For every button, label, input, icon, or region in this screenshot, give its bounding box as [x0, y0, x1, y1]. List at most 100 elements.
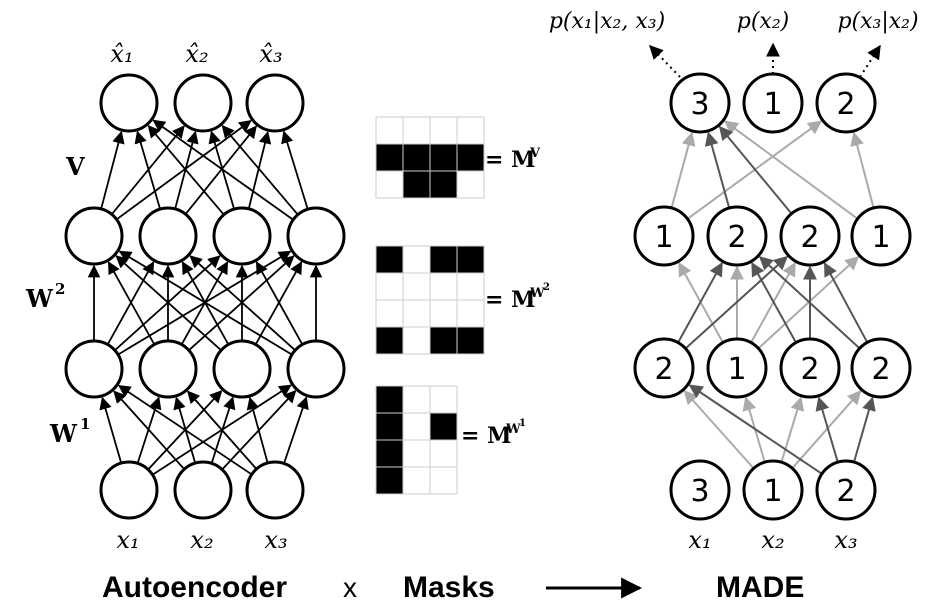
- made-node-number: 1: [763, 474, 782, 509]
- mask-cell: [375, 466, 404, 495]
- ae-edge-w1: [283, 396, 309, 464]
- mask-cell: [375, 385, 404, 414]
- made-node-number: 2: [871, 352, 890, 387]
- mask-w2-sup2: 2: [543, 282, 550, 293]
- mask-grid-w1: [375, 385, 458, 495]
- made-node-number: 1: [654, 220, 673, 255]
- mask-label-w2: = M W 2: [485, 282, 550, 313]
- ae-hidden2-node: [212, 206, 272, 266]
- ae-hidden1-node: [286, 339, 346, 399]
- made-input-node: 3: [669, 459, 731, 521]
- ae-edge-v: [147, 124, 225, 216]
- ae-edge-v: [184, 125, 257, 215]
- made-output-node: 3: [669, 72, 731, 134]
- mask-cell: [375, 299, 404, 328]
- ae-hidden1-node: [212, 339, 272, 399]
- made-node-number: 2: [836, 87, 855, 122]
- autoencoder-edges: [87, 119, 323, 476]
- ae-edge-w1: [187, 390, 258, 470]
- mask-cell: [375, 272, 404, 301]
- made-edges: [649, 42, 881, 475]
- mask-cell: [375, 412, 404, 441]
- mask-cell: [375, 326, 404, 355]
- made-output-node: 2: [815, 72, 877, 134]
- made-hidden2-node: 1: [633, 205, 695, 267]
- made-node-circle: [633, 205, 695, 267]
- mask-cell: [429, 299, 458, 328]
- made-edge-w1: [791, 390, 862, 469]
- made-edge-w2: [751, 261, 797, 344]
- ae-edge-v: [152, 119, 294, 221]
- autoencoder-nodes: [64, 73, 346, 520]
- mask-cell: [402, 466, 431, 495]
- made-hidden1-node: 2: [850, 337, 912, 399]
- made-edge-w2: [677, 261, 723, 344]
- footer-caption: Autoencoder x Masks MADE: [102, 571, 804, 604]
- made-hidden2-node: 2: [779, 205, 841, 267]
- mask-cell: [402, 299, 431, 328]
- made-node-circle: [850, 205, 912, 267]
- made-edge-w1: [683, 390, 755, 470]
- made-node-circle: [779, 337, 841, 399]
- made-edge-v: [704, 131, 731, 209]
- made-edge-v: [850, 131, 875, 209]
- made-edge-w1: [780, 396, 805, 463]
- weight-label-w1: W: [49, 419, 78, 448]
- mask-cell: [429, 439, 458, 468]
- ae-hidden2-node: [138, 206, 198, 266]
- ae-edge-v: [221, 124, 299, 216]
- made-node-number: 1: [871, 220, 890, 255]
- made-hidden1-node: 1: [706, 337, 768, 399]
- output-label-1: x̂₁: [110, 40, 133, 68]
- mask-v-sup: V: [529, 146, 541, 161]
- mask-cell: [375, 116, 404, 145]
- mask-w1-sup: W: [505, 422, 521, 437]
- mask-cell: [375, 143, 404, 172]
- made-node-number: 2: [836, 474, 855, 509]
- weight-label-w2-sup: 2: [55, 280, 65, 298]
- ae-edge-v: [247, 130, 272, 210]
- made-edge-w2: [823, 262, 869, 343]
- made-output-node: 1: [742, 72, 804, 134]
- mask-cell: [429, 272, 458, 301]
- made-node-circle: [669, 72, 731, 134]
- mask-label-v: = M V: [485, 146, 541, 173]
- autoencoder-weight-labels: V W 2 W 1: [25, 152, 90, 448]
- made-input-node: 1: [742, 459, 804, 521]
- made-hidden1-node: 2: [779, 337, 841, 399]
- ae-edge-v: [134, 130, 161, 210]
- mask-cell: [429, 412, 458, 441]
- ae-edge-w2: [118, 250, 293, 356]
- ae-edge-w1: [113, 390, 185, 470]
- ae-hidden1-node: [138, 339, 198, 399]
- made-input-node: 2: [815, 459, 877, 521]
- mask-cell: [456, 326, 485, 355]
- made-input-label-1: x₁: [688, 526, 711, 554]
- ae-input-node: [245, 460, 305, 520]
- autoencoder-output-labels: x̂₁ x̂₂ x̂₃: [110, 40, 282, 68]
- made-edge-w2: [684, 255, 789, 350]
- made-edge-v: [670, 131, 696, 209]
- made-hidden2-node: 2: [706, 205, 768, 267]
- input-label-1: x₁: [116, 526, 139, 554]
- ae-edge-w1: [99, 396, 123, 464]
- ae-edge-w2: [115, 255, 222, 351]
- mask-cell: [456, 272, 485, 301]
- made-input-label-3: x₃: [834, 526, 857, 554]
- made-node-circle: [850, 337, 912, 399]
- ae-hidden2-node: [286, 206, 346, 266]
- mask-cell: [456, 245, 485, 274]
- mask-cell: [429, 116, 458, 145]
- mask-grid-w2: [375, 245, 485, 355]
- made-node-circle: [633, 337, 695, 399]
- ae-input-node: [173, 460, 233, 520]
- made-node-circle: [742, 72, 804, 134]
- conditional-3: p(x₃|x₂): [837, 9, 918, 34]
- made-node-circle: [706, 337, 768, 399]
- mask-cell: [375, 170, 404, 199]
- mask-cell: [402, 272, 431, 301]
- made-edge-v: [723, 120, 859, 220]
- mask-v-prefix: = M: [485, 147, 535, 173]
- made-node-number: 2: [654, 352, 673, 387]
